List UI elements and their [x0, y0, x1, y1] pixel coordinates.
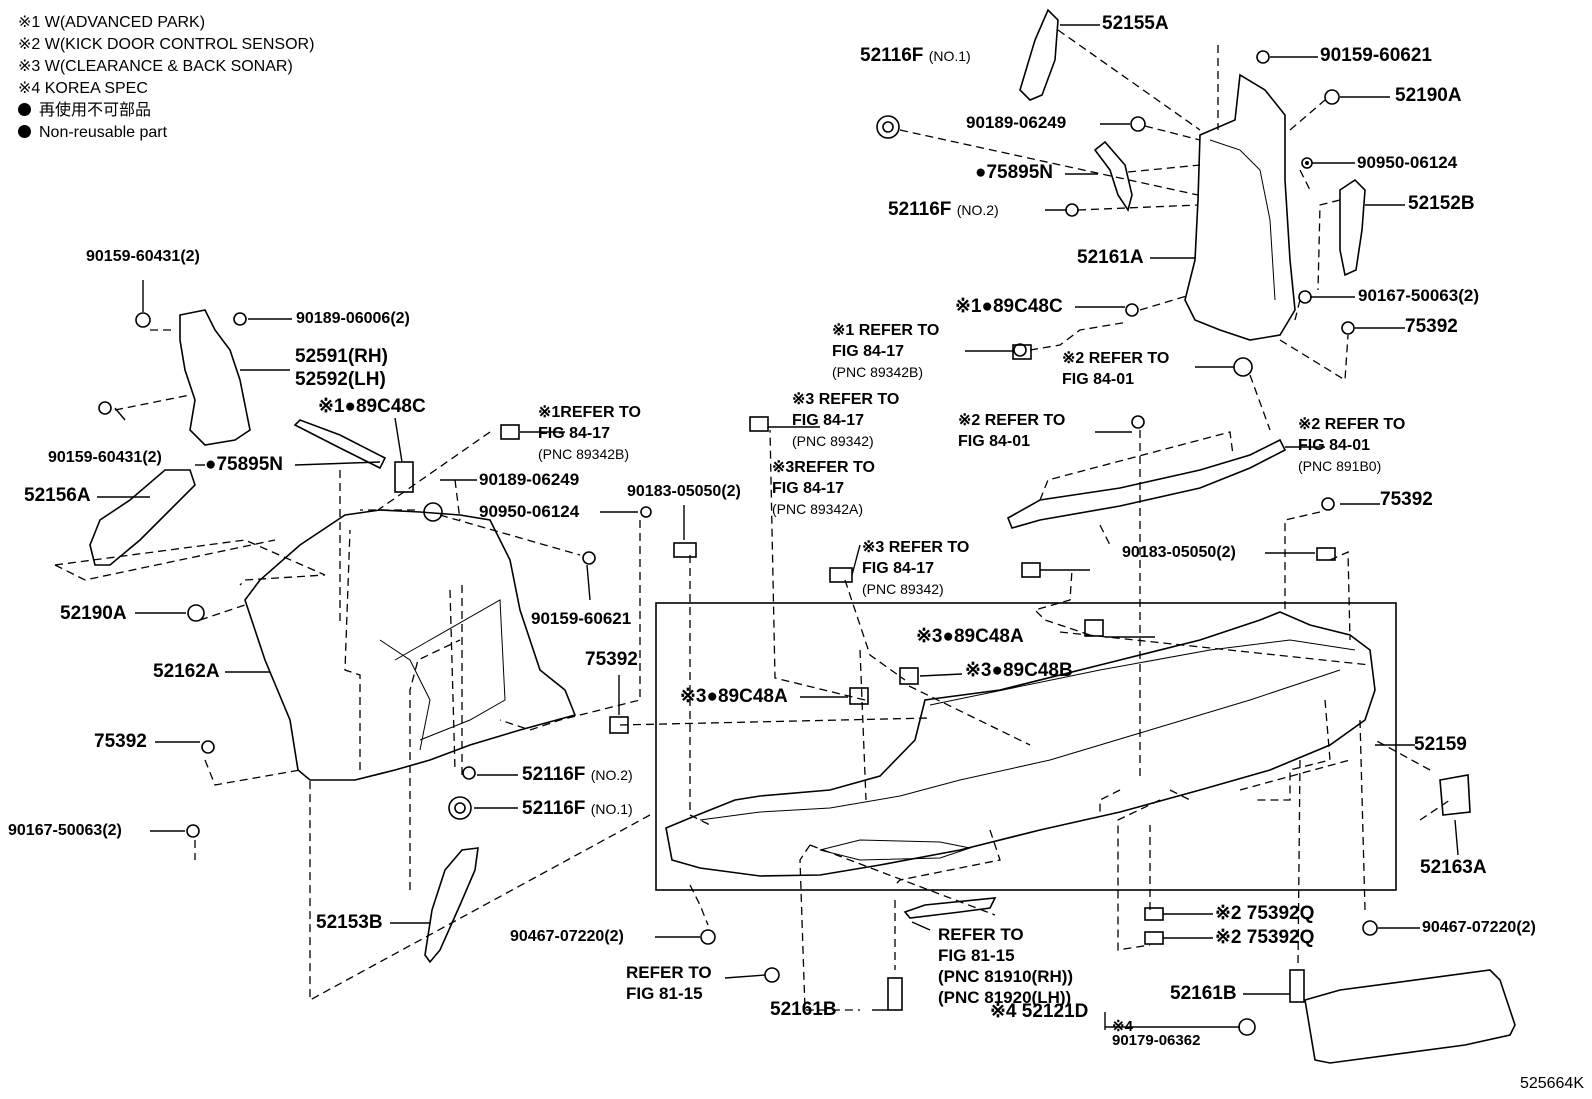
label-52156A: 52156A	[24, 485, 91, 506]
note-2: ※2 W(KICK DOOR CONTROL SENSOR)	[18, 36, 315, 53]
label-52155A: 52155A	[1102, 13, 1169, 34]
label-75392-top: 75392	[1405, 316, 1458, 337]
label-90189-06249-mid: 90189-06249	[479, 470, 580, 489]
label-52161B-left: 52161B	[770, 999, 837, 1020]
retainer-52155A-shape	[1019, 8, 1059, 101]
label-89C48A-left: ※3●89C48A	[680, 686, 788, 707]
label-89C48B: ※3●89C48B	[965, 660, 1073, 681]
note-nonreusable-ja: 再使用不可部品	[18, 100, 314, 122]
label-90950-06124-mid: 90950-06124	[479, 502, 580, 521]
license-bracket-52121D-shape	[1304, 969, 1516, 1064]
label-52153B: 52153B	[316, 912, 383, 933]
label-90167-50063-top: 90167-50063(2)	[1358, 286, 1479, 305]
label-90950-06124-top: 90950-06124	[1357, 153, 1458, 172]
retainer-52156A-shape	[89, 469, 196, 566]
label-75895N-left: ●75895N	[205, 454, 284, 475]
label-89C48A-right: ※3●89C48A	[916, 626, 1024, 647]
dot-icon	[18, 125, 31, 138]
label-52116F-no1-bot: 52116F (NO.1)	[522, 798, 633, 819]
label-52190A-top: 52190A	[1395, 85, 1462, 106]
label-52159: 52159	[1414, 734, 1467, 755]
label-75392Q-a: ※2 75392Q	[1215, 903, 1315, 924]
label-52161B-right: 52161B	[1170, 983, 1237, 1004]
note-1: ※1 W(ADVANCED PARK)	[18, 14, 206, 31]
garnish-shape	[903, 897, 997, 919]
cover-52163A-shape	[1439, 774, 1471, 816]
notes-legend: ※1 W(ADVANCED PARK) ※2 W(KICK DOOR CONTR…	[18, 12, 314, 144]
note-4: ※4 KOREA SPEC	[18, 80, 148, 97]
bumper-assembly-frame	[655, 602, 1397, 891]
label-75392-right: 75392	[1380, 489, 1433, 510]
label-90183-05050-b: 90183-05050(2)	[1122, 544, 1236, 561]
reflector-52153B-shape	[424, 847, 479, 964]
corner-cover-52161A-shape	[1184, 73, 1296, 341]
label-90159-60431-b: 90159-60431(2)	[48, 449, 162, 466]
note-nonreusable-en: Non-reusable part	[18, 122, 314, 144]
label-52116F-no2-bot: 52116F (NO.2)	[522, 764, 633, 785]
reinforcement-rail-shape	[1006, 438, 1287, 529]
bumper-cover-shape	[665, 611, 1376, 877]
strip-75895N-left-shape	[293, 419, 387, 470]
label-52116F-no1-top: 52116F (NO.1)	[860, 45, 971, 66]
label-90189-06249-top: 90189-06249	[966, 113, 1067, 132]
label-89C48C-mid: ※1●89C48C	[318, 396, 426, 417]
label-75895N-top: ●75895N	[975, 162, 1054, 183]
bracket-52591-shape	[179, 309, 251, 446]
label-52190A-left: 52190A	[60, 603, 127, 624]
label-52152B: 52152B	[1408, 193, 1475, 214]
label-90159-60431-a: 90159-60431(2)	[86, 248, 200, 265]
dot-icon	[18, 103, 31, 116]
label-52591: 52591(RH)	[295, 346, 388, 367]
label-90189-06006: 90189-06006(2)	[296, 310, 410, 327]
label-75392Q-b: ※2 75392Q	[1215, 927, 1315, 948]
diagram-code: 525664K	[1519, 1075, 1584, 1092]
label-90167-50063-left: 90167-50063(2)	[8, 822, 122, 839]
label-52161A: 52161A	[1077, 247, 1144, 268]
label-90467-left: 90467-07220(2)	[510, 928, 624, 945]
reflector-52152B-shape	[1339, 178, 1366, 277]
label-52592: 52592(LH)	[295, 369, 386, 390]
label-90159-60621-mid: 90159-60621	[531, 609, 632, 628]
label-75392-mid: 75392	[585, 649, 638, 670]
strip-75895N-top-shape	[1093, 140, 1133, 212]
label-90467-right: 90467-07220(2)	[1422, 919, 1536, 936]
note-3: ※3 W(CLEARANCE & BACK SONAR)	[18, 58, 293, 75]
label-52121D: ※4 52121D	[990, 1001, 1089, 1022]
label-89C48C-top: ※1●89C48C	[955, 296, 1063, 317]
label-90159-60621-top: 90159-60621	[1320, 45, 1432, 66]
label-52116F-no2-top: 52116F (NO.2)	[888, 199, 999, 220]
label-52162A: 52162A	[153, 661, 220, 682]
label-90183-05050-a: 90183-05050(2)	[627, 483, 741, 500]
side-cover-52162A-shape	[244, 509, 577, 781]
label-52163A: 52163A	[1420, 857, 1487, 878]
label-75392-left: 75392	[94, 731, 147, 752]
